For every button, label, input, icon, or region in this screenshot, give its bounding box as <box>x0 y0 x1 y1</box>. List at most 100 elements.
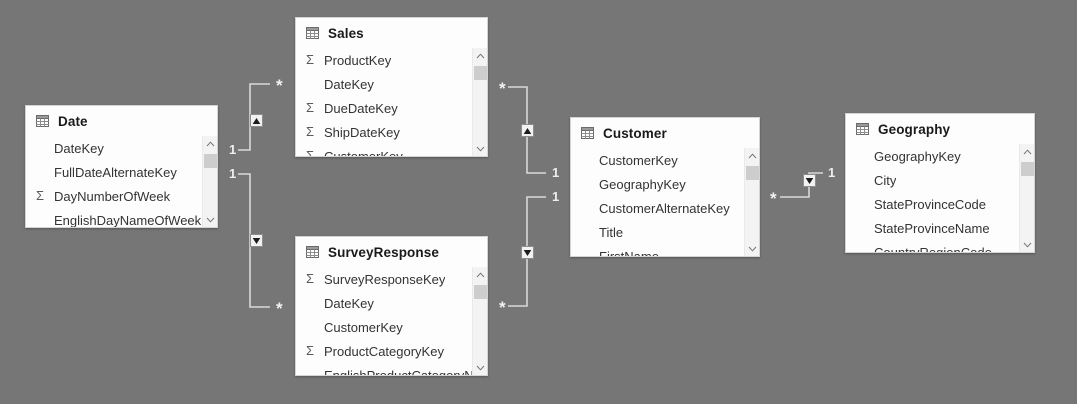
cardinality-label-from: 1 <box>229 166 237 181</box>
filter-direction-arrow-icon[interactable] <box>250 114 263 127</box>
chevron-up-icon[interactable] <box>206 140 215 147</box>
table-scrollbar-customer[interactable] <box>744 148 759 256</box>
chevron-up-icon[interactable] <box>1023 148 1032 155</box>
chevron-up-icon[interactable] <box>476 52 485 59</box>
table-scrollbar-surveyresponse[interactable] <box>472 267 487 375</box>
field-row[interactable]: EnglishDayNameOfWeek <box>26 208 217 228</box>
cardinality-label-to: 1 <box>552 165 560 180</box>
field-row[interactable]: FullDateAlternateKey <box>26 160 217 184</box>
scroll-thumb[interactable] <box>1021 162 1034 176</box>
field-row[interactable]: City <box>846 168 1034 192</box>
field-row[interactable]: Title <box>571 220 759 244</box>
sigma-icon: Σ <box>36 188 45 203</box>
cardinality-label-to: * <box>276 299 283 318</box>
table-scrollbar-sales[interactable] <box>472 48 487 156</box>
field-row[interactable]: Σ DueDateKey <box>296 96 487 120</box>
field-name: CustomerKey <box>324 319 403 335</box>
scroll-up-button[interactable] <box>745 148 759 163</box>
scroll-down-button[interactable] <box>203 212 217 227</box>
field-row[interactable]: StateProvinceCode <box>846 192 1034 216</box>
sigma-icon: Σ <box>306 343 315 358</box>
field-name: CustomerAlternateKey <box>599 200 730 216</box>
field-row[interactable]: DateKey <box>26 136 217 160</box>
scroll-up-button[interactable] <box>203 136 217 151</box>
cardinality-label-to: 1 <box>552 189 560 204</box>
scroll-down-button[interactable] <box>745 241 759 256</box>
cardinality-label-from: * <box>499 298 506 317</box>
chevron-down-icon[interactable] <box>1023 242 1032 248</box>
filter-direction-arrow-icon[interactable] <box>521 124 534 137</box>
scroll-thumb[interactable] <box>746 166 759 180</box>
field-row[interactable]: GeographyKey <box>571 172 759 196</box>
table-header-geography[interactable]: Geography <box>846 114 1034 144</box>
field-row[interactable]: EnglishProductCategoryName <box>296 363 487 376</box>
scroll-up-button[interactable] <box>1020 144 1034 159</box>
scroll-thumb[interactable] <box>474 285 487 299</box>
filter-direction-arrow-icon[interactable] <box>521 246 534 259</box>
chevron-down-icon[interactable] <box>748 246 757 252</box>
cardinality-label-to: * <box>276 76 283 95</box>
table-title: SurveyResponse <box>328 244 439 260</box>
scroll-up-button[interactable] <box>473 48 487 63</box>
field-name: GeographyKey <box>599 176 686 192</box>
field-name: DueDateKey <box>324 100 398 116</box>
grid-icon <box>581 127 594 139</box>
field-row[interactable]: CountryRegionCode <box>846 240 1034 253</box>
sigma-icon: Σ <box>306 100 315 115</box>
field-row[interactable]: FirstName <box>571 244 759 257</box>
table-title: Customer <box>603 125 667 141</box>
table-scrollbar-date[interactable] <box>202 136 217 227</box>
field-row[interactable]: DateKey <box>296 72 487 96</box>
scroll-up-button[interactable] <box>473 267 487 282</box>
table-header-sales[interactable]: Sales <box>296 18 487 48</box>
table-header-date[interactable]: Date <box>26 106 217 136</box>
scroll-thumb[interactable] <box>474 66 487 80</box>
scroll-down-button[interactable] <box>1020 237 1034 252</box>
field-name: StateProvinceCode <box>874 196 987 212</box>
filter-direction-arrow-icon[interactable] <box>803 174 816 187</box>
field-row[interactable]: StateProvinceName <box>846 216 1034 240</box>
chevron-down-icon[interactable] <box>476 365 485 371</box>
field-name: Title <box>599 224 624 240</box>
field-row[interactable]: CustomerKey <box>571 148 759 172</box>
field-row[interactable]: GeographyKey <box>846 144 1034 168</box>
grid-icon <box>856 123 869 135</box>
field-row[interactable]: CustomerKey <box>296 315 487 339</box>
field-name: GeographyKey <box>874 148 961 164</box>
field-row[interactable]: DateKey <box>296 291 487 315</box>
chevron-up-icon[interactable] <box>476 271 485 278</box>
grid-icon <box>36 115 49 127</box>
field-name: SurveyResponseKey <box>324 271 446 287</box>
scroll-thumb[interactable] <box>204 154 217 168</box>
field-name: DateKey <box>324 295 374 311</box>
chevron-up-icon[interactable] <box>748 152 757 159</box>
field-row[interactable]: Σ ProductCategoryKey <box>296 339 487 363</box>
table-header-customer[interactable]: Customer <box>571 118 759 148</box>
table-header-surveyresponse[interactable]: SurveyResponse <box>296 237 487 267</box>
chevron-down-icon[interactable] <box>476 146 485 152</box>
chevron-down-icon[interactable] <box>206 217 215 223</box>
field-name: CustomerKey <box>324 148 403 157</box>
scroll-down-button[interactable] <box>473 141 487 156</box>
field-row[interactable]: CustomerAlternateKey <box>571 196 759 220</box>
filter-direction-arrow-icon[interactable] <box>250 234 263 247</box>
field-name: ProductCategoryKey <box>324 343 444 359</box>
scroll-down-button[interactable] <box>473 360 487 375</box>
table-scrollbar-geography[interactable] <box>1019 144 1034 252</box>
